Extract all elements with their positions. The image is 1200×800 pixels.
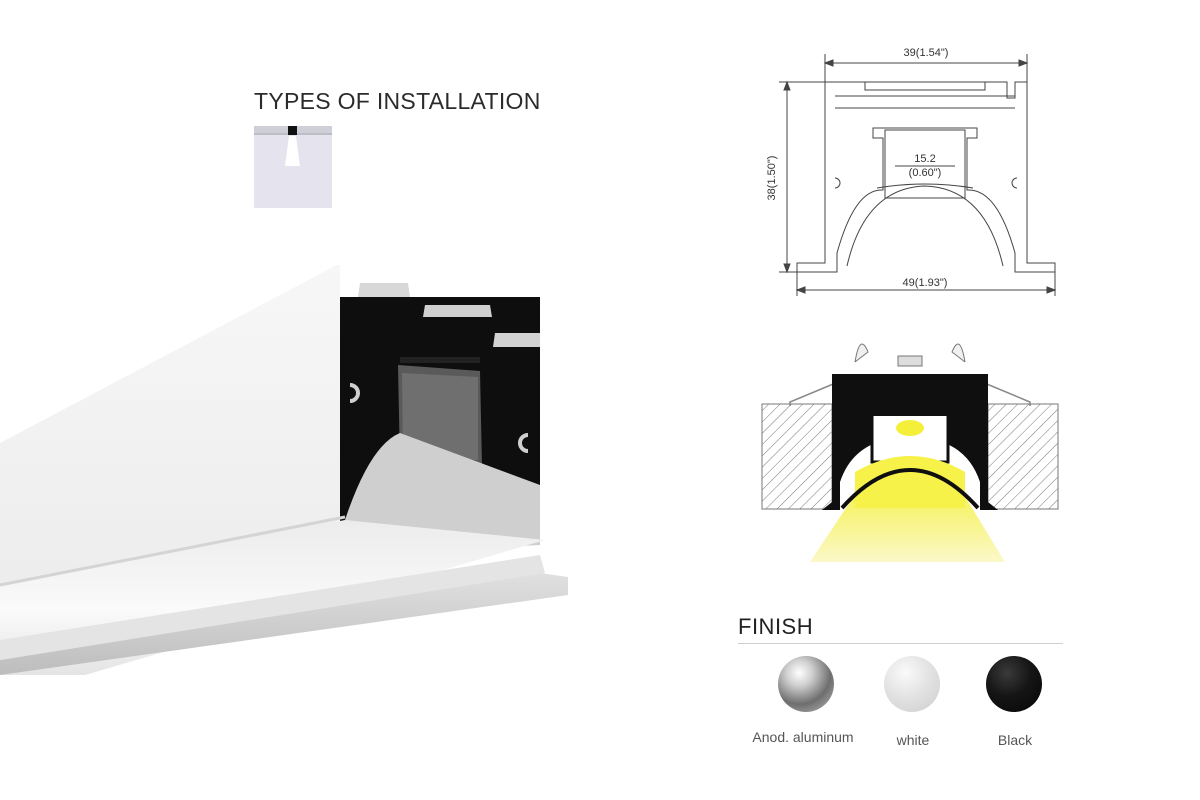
height-label: 38(1.50")	[766, 156, 778, 201]
finish-divider	[738, 643, 1063, 644]
installation-title: TYPES OF INSTALLATION	[254, 88, 541, 114]
diffuser-width-mm: 15.2	[914, 153, 935, 165]
dimension-drawing: 39(1.54") 38(1.50") 15.2 (0.60") 49(1.93…	[766, 47, 1057, 296]
top-width-label: 39(1.54")	[904, 47, 949, 59]
finish-swatch-aluminum[interactable]	[778, 656, 834, 712]
finish-title: FINISH	[738, 614, 814, 639]
finish-label-black: Black	[997, 732, 1033, 748]
finish-swatch-white[interactable]	[884, 656, 940, 712]
finish-label-white: white	[896, 732, 930, 748]
finish-swatch-black[interactable]	[986, 656, 1042, 712]
bottom-width-label: 49(1.93")	[903, 277, 948, 289]
installation-diagram	[761, 343, 1059, 562]
diffuser-width-in: (0.60")	[909, 167, 942, 179]
recessed-installation-icon	[254, 126, 332, 208]
finish-label-aluminum: Anod. aluminum	[752, 729, 854, 745]
profile-product-image	[0, 260, 568, 675]
